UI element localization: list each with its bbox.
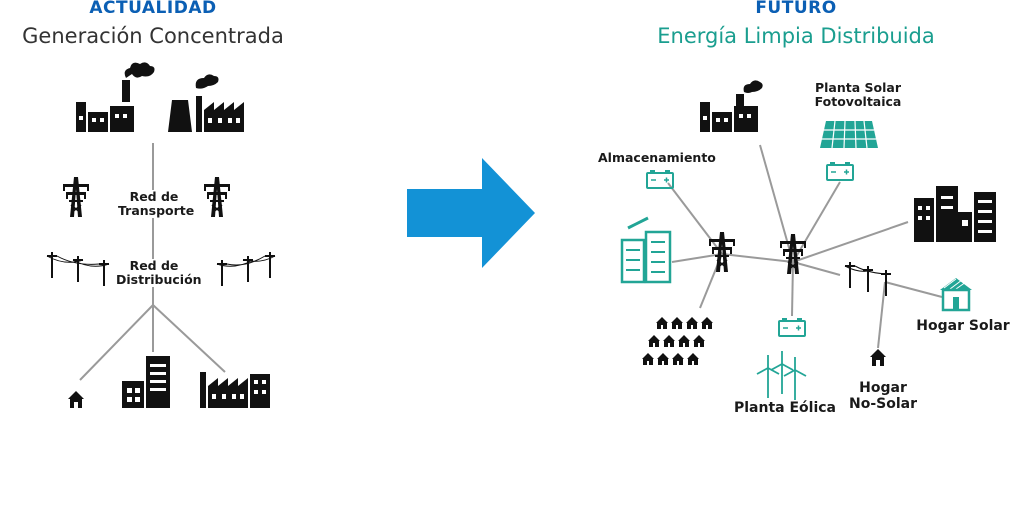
future-system xyxy=(620,80,996,401)
wind-plant-label: Planta Eólica xyxy=(733,400,836,416)
industry-icon xyxy=(200,372,270,408)
current-system xyxy=(46,62,276,408)
pylon-icon xyxy=(62,176,90,218)
solar-home-label: Hogar Solar xyxy=(916,318,1010,334)
current-header: ACTUALIDAD Generación Concentrada xyxy=(0,0,363,49)
future-header: FUTURO Energía Limpia Distribuida xyxy=(586,0,1006,49)
non-solar-home-label: Hogar No-Solar xyxy=(849,380,917,412)
distribution-poles-right-icon xyxy=(216,251,276,287)
houses-cluster-icon xyxy=(642,317,713,365)
wind-turbines-icon xyxy=(756,350,807,401)
solar-plant-label: Planta Solar Fotovoltaica xyxy=(814,80,902,109)
solar-home-icon xyxy=(940,278,972,312)
future-subtitle: Energía Limpia Distribuida xyxy=(657,24,935,48)
transport-label: Red de Transporte xyxy=(118,189,195,218)
factory-icon xyxy=(700,80,763,132)
transition-arrow-icon xyxy=(407,158,535,268)
solar-battery-icon xyxy=(826,161,854,181)
smoking-factory-icon xyxy=(76,62,155,132)
city-buildings-icon xyxy=(914,186,996,242)
current-kicker: ACTUALIDAD xyxy=(89,0,217,18)
distribution-poles-icon xyxy=(844,261,892,297)
building-icon xyxy=(122,356,170,408)
home-icon xyxy=(68,391,84,408)
distribution-poles-left-icon xyxy=(46,251,110,287)
non-solar-home-icon xyxy=(870,349,886,366)
future-kicker: FUTURO xyxy=(755,0,837,18)
distribution-label: Red de Distribución xyxy=(116,258,202,287)
green-building-icon xyxy=(620,216,672,284)
storage-label: Almacenamiento xyxy=(598,150,716,165)
pylon-icon xyxy=(708,231,736,273)
pylon-icon xyxy=(203,176,231,218)
solar-panel-icon xyxy=(820,120,878,149)
wind-battery-icon xyxy=(778,317,806,337)
current-subtitle: Generación Concentrada xyxy=(22,24,284,48)
power-plant-icon xyxy=(168,74,244,132)
